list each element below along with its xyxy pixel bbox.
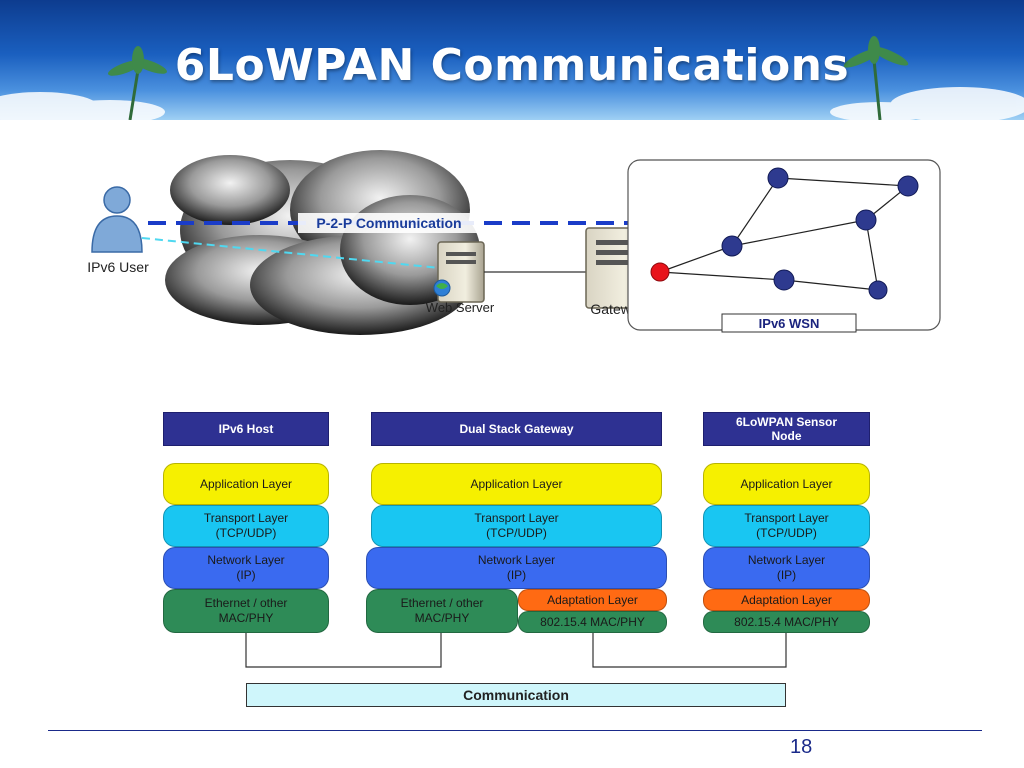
palm-leaves-right	[843, 36, 909, 68]
stack-title-ipv6-host: IPv6 Host	[163, 412, 329, 446]
gateway-radio-node	[650, 262, 670, 282]
gateway-network-layer: Network Layer (IP)	[366, 547, 667, 589]
host-link-layer: Ethernet / other MAC/PHY	[163, 589, 329, 633]
gateway-sensor-connector	[592, 633, 787, 668]
web-server-label: Web Server	[426, 300, 495, 315]
sensor-adaptation-layer: Adaptation Layer	[703, 589, 870, 611]
slide-header: 6LoWPAN Communications	[0, 0, 1024, 120]
sensor-transport-layer: Transport Layer (TCP/UDP)	[703, 505, 870, 547]
web-server-icon	[433, 241, 485, 303]
slide-title: 6LoWPAN Communications	[174, 40, 850, 91]
host-gateway-connector	[245, 633, 442, 668]
gateway-application-layer: Application Layer	[371, 463, 662, 505]
p2p-label: P-2-P Communication	[316, 215, 461, 231]
stack-title-sensor-node: 6LoWPAN Sensor Node	[703, 412, 870, 446]
page-number: 18	[790, 736, 813, 758]
gateway-mac-layer: 802.15.4 MAC/PHY	[518, 611, 667, 633]
sensor-node	[868, 280, 888, 300]
gateway-link-layer: Ethernet / other MAC/PHY	[366, 589, 518, 633]
footer-divider	[48, 730, 982, 731]
sensor-node	[855, 209, 877, 231]
sensor-mac-layer: 802.15.4 MAC/PHY	[703, 611, 870, 633]
user-icon	[91, 186, 143, 253]
network-diagram: IPv6 User P-2-P Communication Web Server…	[87, 150, 941, 335]
wsn-label: IPv6 WSN	[759, 316, 820, 331]
sensor-application-layer: Application Layer	[703, 463, 870, 505]
host-transport-layer: Transport Layer (TCP/UDP)	[163, 505, 329, 547]
palm-leaves-left	[107, 46, 168, 76]
user-to-server-link	[141, 237, 441, 269]
sensor-node	[767, 167, 789, 189]
host-application-layer: Application Layer	[163, 463, 329, 505]
header-decoration	[0, 36, 1024, 120]
wsn-links	[659, 177, 909, 291]
communication-bar: Communication	[246, 683, 786, 707]
stack-title-dual-stack-gateway: Dual Stack Gateway	[371, 412, 662, 446]
host-network-layer: Network Layer (IP)	[163, 547, 329, 589]
gateway-adaptation-layer: Adaptation Layer	[518, 589, 667, 611]
user-label: IPv6 User	[87, 259, 149, 275]
palm-tree-left	[128, 69, 140, 120]
p2p-label-bg	[298, 213, 480, 233]
sensor-network-layer: Network Layer (IP)	[703, 547, 870, 589]
sensor-node	[773, 269, 795, 291]
header-clouds	[0, 87, 1024, 120]
sensor-node	[897, 175, 919, 197]
gateway-transport-layer: Transport Layer (TCP/UDP)	[371, 505, 662, 547]
wsn-label-box	[721, 313, 857, 333]
palm-tree-right	[872, 59, 882, 120]
wsn-nodes	[721, 167, 919, 300]
sensor-node	[721, 235, 743, 257]
